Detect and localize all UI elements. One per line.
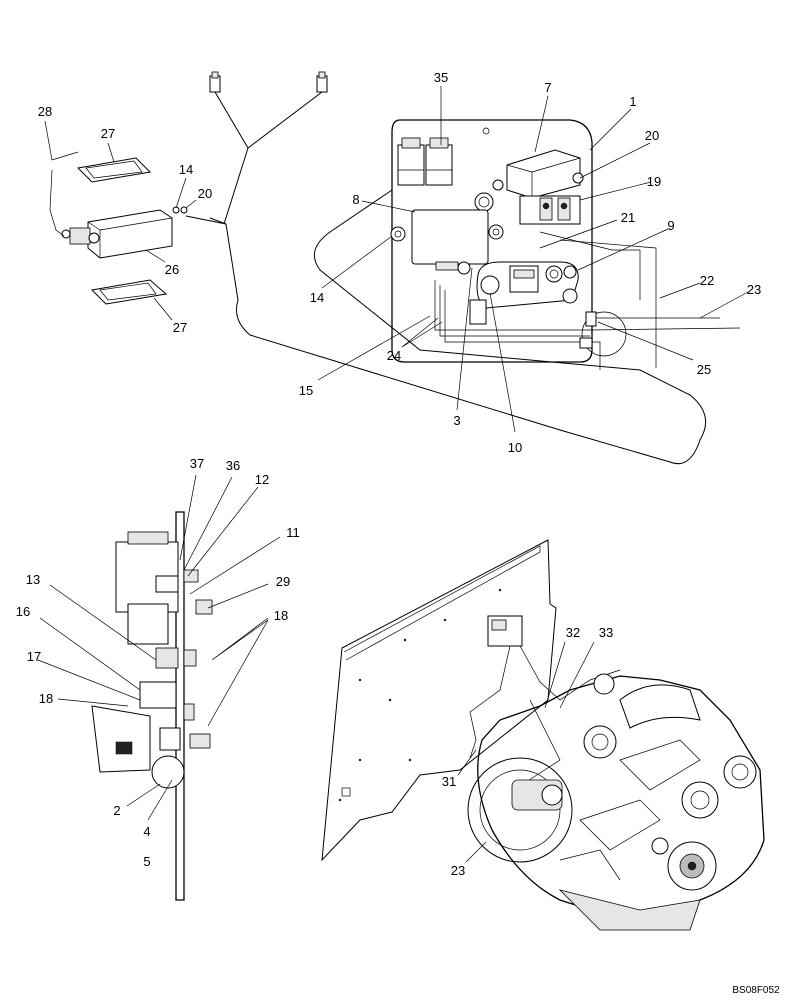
callout-9: 9 [667, 218, 674, 233]
callout-labels: 35 7 1 20 19 8 21 9 22 23 14 24 25 15 3 … [16, 70, 761, 878]
callout-2: 2 [113, 803, 120, 818]
callout-4: 4 [143, 824, 150, 839]
callout-31: 31 [442, 774, 456, 789]
callout-12: 12 [255, 472, 269, 487]
callout-20: 20 [198, 186, 212, 201]
callout-25: 25 [697, 362, 711, 377]
callout-11: 11 [286, 525, 300, 540]
relay-35 [397, 137, 453, 186]
callout-3: 3 [453, 413, 460, 428]
callout-21: 21 [621, 210, 635, 225]
engine-assembly [321, 539, 765, 931]
module-7 [492, 149, 584, 199]
callout-7: 7 [544, 80, 551, 95]
terminal-block-19 [519, 195, 581, 225]
callout-23: 23 [451, 863, 465, 878]
callout-27: 27 [173, 320, 187, 335]
callout-36: 36 [226, 458, 240, 473]
figure-id: BS08F052 [732, 985, 780, 996]
callout-18: 18 [274, 608, 288, 623]
module-8 [390, 209, 504, 271]
callout-1: 1 [629, 94, 636, 109]
callout-20: 20 [645, 128, 659, 143]
callout-29: 29 [276, 574, 290, 589]
callout-14: 14 [179, 162, 193, 177]
callout-19: 19 [647, 174, 661, 189]
fuse-25 [579, 311, 627, 357]
callout-10: 10 [508, 440, 522, 455]
callout-16: 16 [16, 604, 30, 619]
callout-35: 35 [434, 70, 448, 85]
leader-lines [37, 86, 749, 863]
callout-33: 33 [599, 625, 613, 640]
control-panel-assembly [209, 119, 741, 465]
callout-26: 26 [165, 262, 179, 277]
callout-5: 5 [143, 854, 150, 869]
callout-32: 32 [566, 625, 580, 640]
callout-27: 27 [101, 126, 115, 141]
callout-13: 13 [26, 572, 40, 587]
callout-28: 28 [38, 104, 52, 119]
relay-26-assembly [49, 71, 328, 305]
relay-bracket-assembly [91, 511, 269, 901]
callout-23: 23 [747, 282, 761, 297]
relay-base-9 [457, 261, 579, 309]
callout-15: 15 [299, 383, 313, 398]
callout-24: 24 [387, 348, 401, 363]
callout-22: 22 [700, 273, 714, 288]
callout-8: 8 [352, 192, 359, 207]
callout-14: 14 [310, 290, 324, 305]
callout-18: 18 [39, 691, 53, 706]
callout-17: 17 [27, 649, 41, 664]
callout-37: 37 [190, 456, 204, 471]
